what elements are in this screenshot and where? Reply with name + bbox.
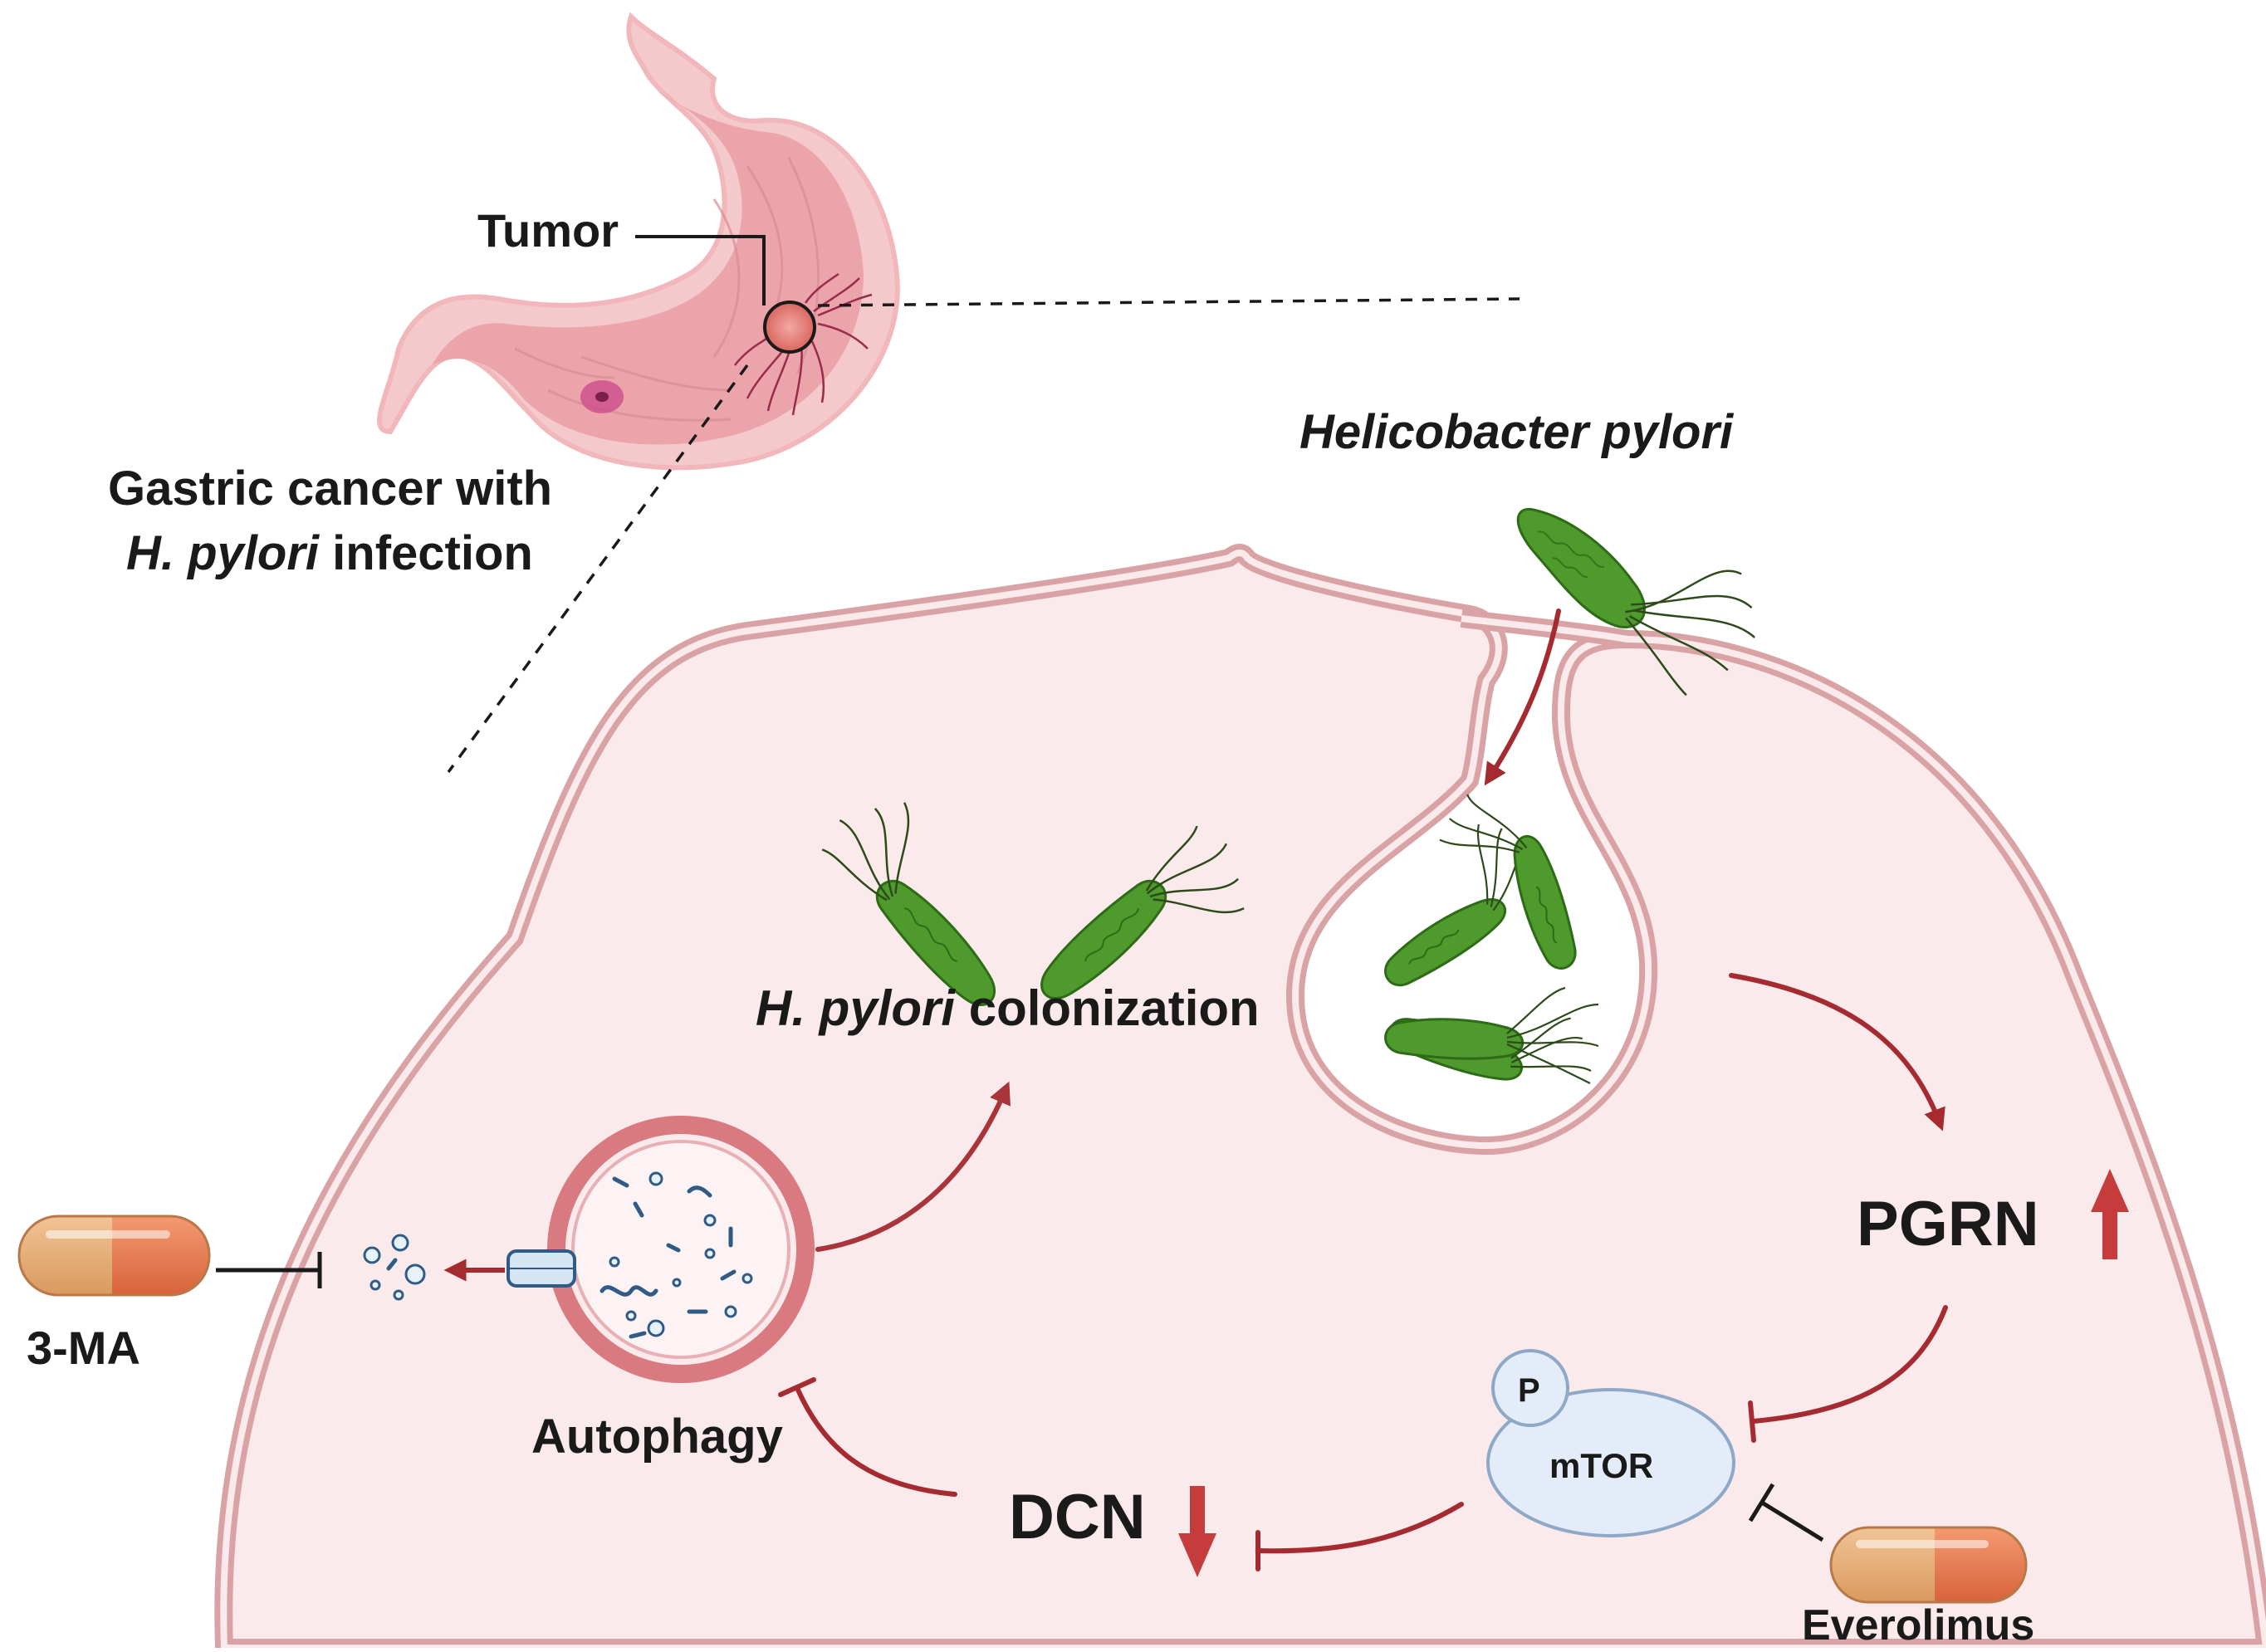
pill-3ma [17, 1215, 211, 1297]
everolimus-label: Everolimus [1802, 1601, 2034, 1648]
tumor-mass [734, 272, 873, 416]
pill-everolimus [1829, 1526, 2028, 1604]
tumor-callout: Tumor [477, 204, 766, 305]
gastric-label-rest: infection [319, 526, 533, 580]
stomach-illustration [377, 12, 900, 471]
gastric-cancer-label: Gastric cancer with H. pylori infection [108, 462, 552, 580]
inhibit-pgrn-mtor [1751, 1305, 1948, 1424]
bacterium-vacuole-4 [1384, 986, 1599, 1084]
zoom-line-right [817, 297, 1520, 307]
cell-membrane-outer [214, 544, 2266, 1652]
helicobacter-label: Helicobacter pylori [1299, 405, 1735, 459]
colonization-label-rest: colonization [955, 980, 1260, 1036]
p-phospho [1491, 1349, 1569, 1427]
svg-text:H. pylori infection: H. pylori infection [126, 526, 533, 580]
arrow-entry [1484, 609, 1561, 786]
arrow-to-pgrn [1729, 973, 1945, 1131]
bacterium-colonize-left [821, 802, 996, 1006]
stomach-inner [432, 91, 864, 445]
colonization-label-italic: H. pylori [756, 980, 956, 1036]
pgrn-up-arrow [2091, 1169, 2129, 1259]
gastric-label-line1: Gastric cancer with [108, 462, 552, 516]
inhibit-mtor-dcn [1257, 1502, 1464, 1554]
host-cell [214, 544, 2266, 1652]
released-particles [363, 1234, 426, 1301]
autophagy-label: Autophagy [531, 1410, 783, 1464]
autophagosome [547, 1116, 815, 1383]
mtor-complex [1486, 1349, 1735, 1537]
bacterium-colonize-right [1040, 825, 1245, 1000]
pathway-arrows [815, 609, 1945, 1252]
dcn-down-arrow [1178, 1486, 1216, 1577]
pgrn-label: PGRN [1857, 1189, 2039, 1259]
tumor-label: Tumor [477, 204, 619, 257]
bacterium-vacuole-2 [1439, 794, 1577, 970]
zoom-line-left [447, 364, 749, 774]
p-label: P [1518, 1372, 1540, 1409]
inhibit-dcn-autophagy [795, 1386, 957, 1497]
bacterium-outside [1516, 508, 1755, 696]
mtor-body [1486, 1388, 1735, 1537]
inhibit-everolimus [1748, 1483, 1824, 1542]
three-ma-label: 3-MA [27, 1322, 140, 1374]
dcn-label: DCN [1009, 1482, 1146, 1552]
gastric-label-italic: H. pylori [126, 526, 321, 580]
svg-text:H. pylori colonization: H. pylori colonization [756, 980, 1260, 1036]
inhibit-3ma [216, 1252, 322, 1288]
inhibition-arrows [778, 1305, 1948, 1571]
arrow-autophagy-colonization [815, 1081, 1011, 1252]
autophagosome-vesicles [609, 1171, 753, 1337]
cell-membrane-inner [220, 550, 2266, 1651]
mtor-label: mTOR [1549, 1446, 1653, 1485]
autophagosome-cargo [600, 1176, 737, 1339]
